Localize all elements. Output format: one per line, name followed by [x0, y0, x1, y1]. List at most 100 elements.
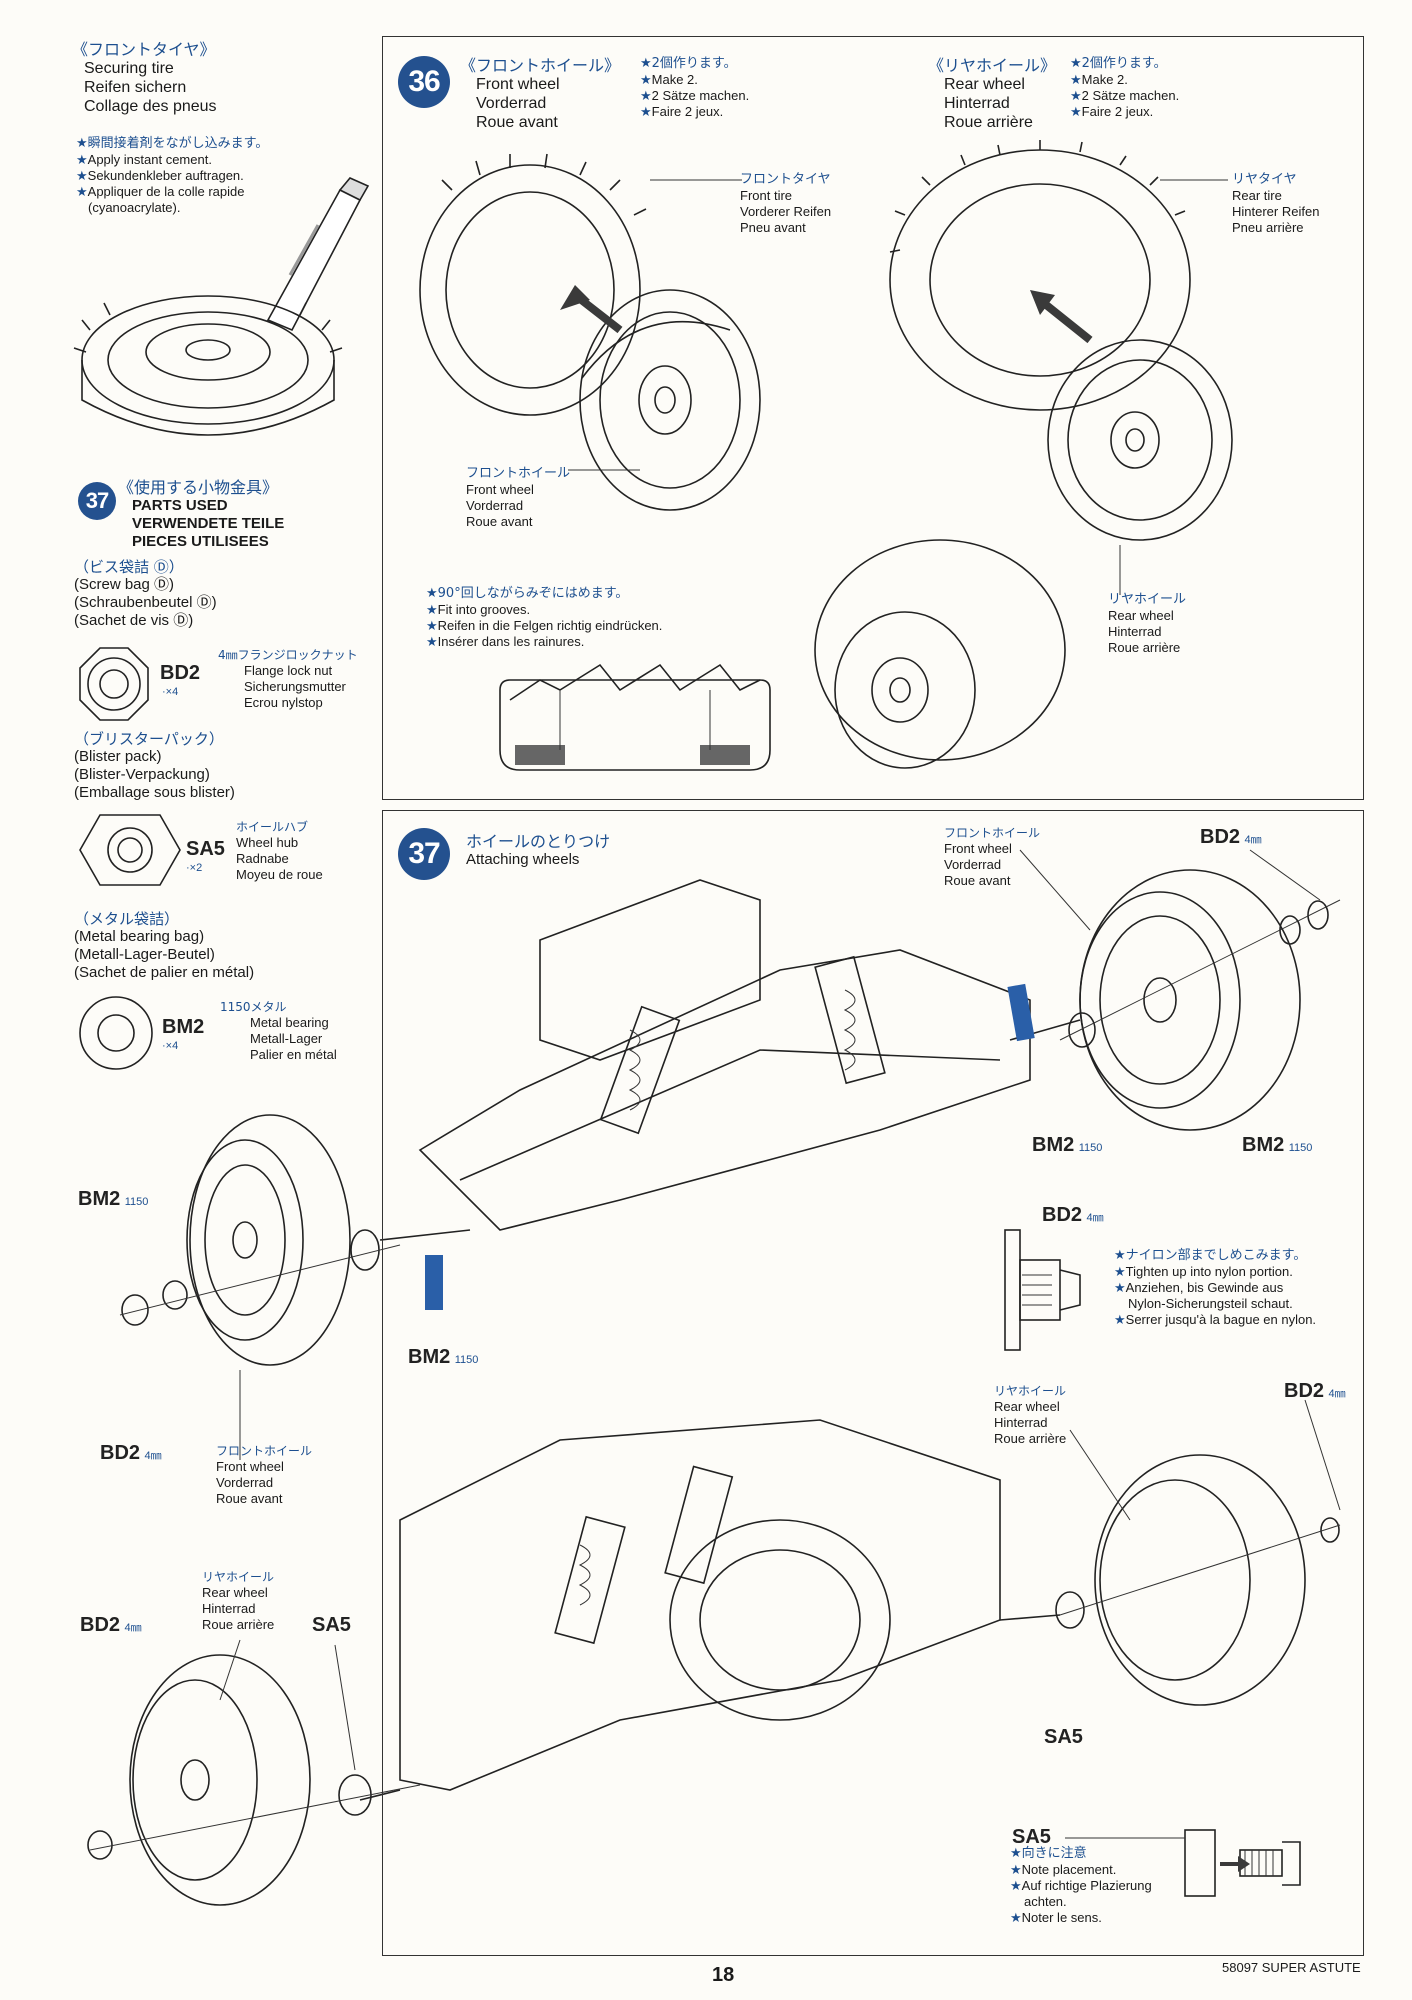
sa5-de: Radnabe [236, 851, 289, 866]
placement-de: Auf richtige Plazierung [1021, 1878, 1152, 1893]
screw-bag-jp: （ビス袋詰 Ⓓ） [74, 558, 184, 576]
front-make-fr: Faire 2 jeux. [651, 104, 724, 119]
sa5-desc: ホイールハブ Wheel hub Radnabe Moyeu de roue [236, 820, 323, 883]
nylon-note: ★ナイロン部までしめこみます。 ★Tighten up into nylon p… [1114, 1248, 1317, 1327]
front-wheel-part-jp: フロントホイール [466, 466, 571, 481]
bd2-en: Flange lock nut [244, 663, 333, 678]
front-wheel-top-jp: フロントホイール [944, 826, 1041, 840]
front-tire-de: Vorderer Reifen [740, 204, 832, 219]
front-wheel-de: Vorderrad [476, 95, 547, 112]
rear-wheel-left-label: リヤホイール Rear wheel Hinterrad Roue arrière [202, 1570, 274, 1633]
step-36-rear-title: 《リヤホイール》 Rear wheel Hinterrad Roue arriè… [928, 56, 1056, 132]
step-37-title: ホイールのとりつけ Attaching wheels [466, 832, 610, 869]
front-wheel-part-label: フロントホイール Front wheel Vorderrad Roue avan… [466, 466, 570, 530]
grooves-note: ★90°回しながらみぞにはめます。 ★Fit into grooves. ★Re… [426, 586, 663, 649]
rear-wheel-right-de: Hinterrad [994, 1415, 1048, 1430]
rear-wheel-part-fr: Roue arrière [1108, 640, 1181, 655]
nylon-jp: ★ナイロン部までしめこみます。 [1114, 1248, 1307, 1263]
metal-bag-fr: (Sachet de palier en métal) [74, 964, 255, 981]
rear-tire-label: リヤタイヤ Rear tire Hinterer Reifen Pneu arr… [1232, 172, 1319, 236]
rear-wheel-jp: 《リヤホイール》 [928, 56, 1057, 75]
front-wheel-left-label: フロントホイール Front wheel Vorderrad Roue avan… [216, 1444, 312, 1507]
front-left-wheel-drawing [119, 1114, 401, 1366]
blister-jp: （ブリスターパック） [74, 730, 224, 748]
bd2-jp: 4㎜フランジロックナット [218, 648, 358, 662]
parts-used-step-badge: 37 [78, 482, 116, 520]
bm2-desc: 1150メタル Metal bearing Metall-Lager Palie… [220, 1000, 337, 1063]
metal-bag-en: (Metal bearing bag) [74, 928, 205, 945]
rear-wheel-right-jp: リヤホイール [994, 1384, 1067, 1398]
bd2-code: BD2 [160, 662, 201, 684]
bd2-nut-icon [79, 647, 149, 721]
sa5-callout-placement: SA5 [1012, 1826, 1051, 1848]
bm2-bearing-icon [79, 996, 153, 1070]
front-tire-label: フロントタイヤ Front tire Vorderer Reifen Pneu … [740, 172, 831, 236]
rear-wheel-fr: Roue arrière [944, 114, 1033, 131]
front-wheel-left-jp: フロントホイール [216, 1444, 313, 1458]
rear-wheel-part-label: リヤホイール Rear wheel Hinterrad Roue arrière [1108, 592, 1186, 656]
rear-left-wheel-drawing [87, 1654, 421, 1906]
placement-jp: ★向きに注意 [1010, 1846, 1087, 1861]
cement-note-de: Sekundenkleber auftragen. [87, 168, 244, 183]
front-wheel-top-fr: Roue avant [944, 873, 1011, 888]
front-wheel-en: Front wheel [476, 76, 560, 93]
rear-wheel-right-en: Rear wheel [994, 1399, 1060, 1414]
bm2-de: Metall-Lager [250, 1031, 323, 1046]
rear-wheel-left-jp: リヤホイール [202, 1570, 275, 1584]
parts-used-header: 《使用する小物金具》 PARTS USED VERWENDETE TEILE P… [118, 478, 284, 551]
placement-fr: Noter le sens. [1021, 1910, 1102, 1925]
bd2-callout-front-right: BD2 4㎜ [1200, 826, 1262, 848]
placement-de2: achten. [1024, 1894, 1067, 1909]
rear-make-jp: ★2個作ります。 [1070, 56, 1167, 71]
cement-note-jp: ★瞬間接着剤をながし込みます。 [76, 136, 269, 151]
bm2-qty: ·×4 [162, 1040, 179, 1052]
blister-block: （ブリスターパック） (Blister pack) (Blister-Verpa… [74, 730, 235, 802]
rear-wheel-drawing [1047, 339, 1233, 541]
rear-wheel-right-label: リヤホイール Rear wheel Hinterrad Roue arrière [994, 1384, 1066, 1447]
rear-make-de: 2 Sätze machen. [1081, 88, 1180, 103]
parts-used-de: VERWENDETE TEILE [132, 515, 285, 532]
rear-right-wheel-drawing [1055, 1454, 1341, 1706]
cement-note-fr: Appliquer de la colle rapide [87, 184, 245, 199]
rear-wheel-left-de: Hinterrad [202, 1601, 256, 1616]
nylon-en: Tighten up into nylon portion. [1125, 1264, 1293, 1279]
securing-tire-block: 《フロントタイヤ》 Securing tire Reifen sichern C… [72, 40, 217, 116]
rear-tire-drawing [889, 140, 1191, 411]
parts-used-fr: PIECES UTILISEES [132, 533, 269, 550]
rear-wheel-left-fr: Roue arrière [202, 1617, 275, 1632]
rear-wheel-de: Hinterrad [944, 95, 1010, 112]
front-make-note: ★2個作ります。 ★Make 2. ★2 Sätze machen. ★Fair… [640, 56, 750, 119]
placement-note: ★向きに注意 ★Note placement. ★Auf richtige Pl… [1010, 1846, 1152, 1925]
metal-bag-block: （メタル袋詰） (Metal bearing bag) (Metall-Lage… [74, 910, 254, 982]
front-wheel-top-label: フロントホイール Front wheel Vorderrad Roue avan… [944, 826, 1040, 889]
securing-tire-en: Securing tire [84, 60, 174, 77]
sa5-hub-icon [79, 814, 181, 886]
securing-tire-fr: Collage des pneus [84, 98, 217, 115]
wheel-glue-drawing [73, 295, 343, 436]
bm2-en: Metal bearing [250, 1015, 329, 1030]
front-make-en: Make 2. [651, 72, 698, 87]
grooves-jp: ★90°回しながらみぞにはめます。 [426, 586, 629, 601]
sa5-fr: Moyeu de roue [236, 867, 323, 882]
bd2-callout-front-left: BD2 4㎜ [100, 1442, 162, 1464]
nylon-de2: Nylon-Sicherungsteil schaut. [1128, 1296, 1293, 1311]
sa5-en: Wheel hub [236, 835, 299, 850]
sa5-code: SA5 [186, 838, 225, 860]
bd2-desc: 4㎜フランジロックナット Flange lock nut Sicherungsm… [218, 648, 358, 711]
rear-wheel-right-fr: Roue arrière [994, 1431, 1067, 1446]
sa5-callout-rear-left: SA5 [312, 1614, 351, 1636]
front-wheel-fr: Roue avant [476, 114, 558, 131]
front-tire-en: Front tire [740, 188, 793, 203]
sa5-qty: ·×2 [186, 862, 203, 874]
screw-bag-de: (Schraubenbeutel Ⓓ) [74, 594, 217, 611]
bd2-callout-nylon: BD2 4㎜ [1042, 1204, 1104, 1226]
sa5-detail-drawing [1184, 1829, 1301, 1897]
front-make-de: 2 Sätze machen. [651, 88, 750, 103]
rear-wheel-left-en: Rear wheel [202, 1585, 268, 1600]
securing-tire-de: Reifen sichern [84, 79, 187, 96]
nylon-de: Anziehen, bis Gewinde aus [1125, 1280, 1284, 1295]
front-wheel-left-de: Vorderrad [216, 1475, 274, 1490]
rear-wheel-part-de: Hinterrad [1108, 624, 1162, 639]
rear-tire-de: Hinterer Reifen [1232, 204, 1320, 219]
rear-make-en: Make 2. [1081, 72, 1128, 87]
